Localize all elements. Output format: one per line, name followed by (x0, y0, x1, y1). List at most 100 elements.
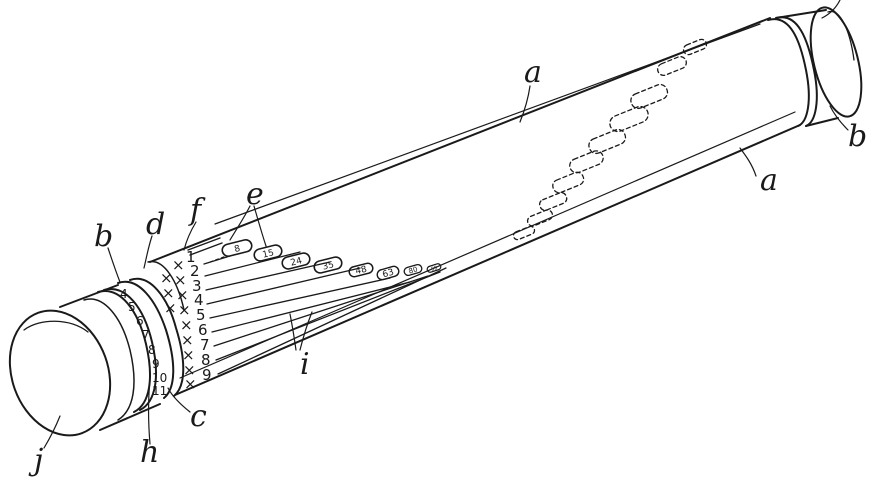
hidden-capsule (682, 38, 708, 56)
label-d: d (146, 207, 165, 242)
label-h: h (140, 435, 159, 470)
capsule-number: 8 (233, 244, 241, 255)
leader-d (143, 235, 153, 269)
right-end-cap (767, 6, 863, 127)
tube-highlight-line (214, 23, 761, 225)
label-b-right: b (848, 119, 867, 154)
leader-a-top (519, 85, 531, 123)
ring-outer-edge (117, 280, 175, 399)
capsule-24: 24 (281, 252, 311, 270)
x-mark: × (174, 271, 187, 289)
ring-rim (147, 260, 185, 311)
leader-j (43, 415, 61, 449)
x-mark: × (176, 286, 189, 304)
hidden-capsule (657, 55, 687, 77)
body-number: 7 (200, 336, 210, 354)
hidden-capsules (512, 38, 708, 241)
rotating-ring: 4 5 6 7 8 9 10 11 (117, 260, 185, 399)
body-number: 2 (190, 262, 200, 280)
ring-number: 4 (120, 287, 128, 301)
leader-e-1 (229, 205, 251, 241)
capsule-number: 63 (381, 268, 395, 281)
slot-lines (203, 251, 447, 375)
right-cap-bottom (805, 117, 839, 127)
label-j: j (28, 443, 43, 478)
reference-labels: a a b b d f e c h j i (28, 55, 867, 478)
body-number: 1 (186, 248, 196, 266)
label-i: i (300, 347, 310, 382)
left-cap-bottom (99, 403, 161, 431)
leader-e-2 (253, 205, 267, 247)
ring-number: 10 (152, 371, 167, 385)
capsule-number: 35 (322, 260, 336, 272)
leader-i-2 (299, 311, 313, 351)
left-cap-band-1 (97, 290, 151, 413)
capsule-80: 80 (403, 263, 423, 277)
leader-b-left (107, 247, 121, 283)
capsule-number: 48 (354, 265, 368, 278)
hidden-capsule (630, 83, 669, 110)
label-b-left: b (94, 219, 113, 254)
body-number: 4 (194, 291, 204, 309)
label-a-side: a (760, 163, 778, 198)
ring-inner-edge (129, 277, 185, 397)
right-cap-top (775, 9, 827, 19)
right-cap-end (809, 6, 863, 118)
body-number: 6 (198, 321, 208, 339)
hidden-capsule (526, 209, 554, 227)
leader-lines (43, 0, 849, 449)
slot-line (217, 267, 447, 375)
capsule-63: 63 (376, 265, 400, 281)
ring-number: 8 (148, 343, 156, 357)
hidden-capsule (588, 128, 627, 155)
x-mark: × (172, 256, 185, 274)
top-slot (189, 242, 223, 256)
visible-capsules: 8 15 24 35 48 63 80 99 (187, 237, 442, 281)
hidden-capsule (539, 191, 568, 211)
leader-f (183, 221, 197, 251)
ring-number: 6 (136, 314, 144, 328)
slot-line (204, 251, 301, 277)
x-mark: × (181, 331, 194, 349)
label-a-top: a (524, 55, 542, 90)
top-slot (187, 237, 221, 251)
left-cap-shade (23, 320, 89, 333)
slot-line (203, 255, 231, 265)
slot-line (205, 261, 331, 291)
capsule-8: 8 (221, 239, 253, 257)
ring-number: 7 (142, 328, 150, 342)
slot-line (211, 281, 411, 333)
right-band-inner (775, 16, 818, 127)
ring-number: 11 (152, 384, 167, 398)
capsule-35: 35 (313, 256, 343, 274)
leader-a-side (739, 147, 757, 177)
capsule-number: 80 (408, 265, 419, 275)
label-f: f (188, 193, 206, 228)
capsule-15: 15 (253, 244, 283, 262)
tube-bottom-outline (174, 124, 801, 396)
x-mark: × (182, 346, 195, 364)
left-cap-end (8, 309, 112, 437)
leader-c (167, 387, 191, 413)
left-cap-band-2 (103, 288, 157, 411)
leader-b-right (829, 105, 849, 131)
slot-line (215, 271, 441, 361)
body-number: 9 (202, 366, 212, 384)
x-mark: × (184, 375, 197, 393)
right-band-outline (767, 18, 810, 127)
body-number: 8 (201, 351, 211, 369)
capsule-number: 15 (262, 248, 276, 260)
hidden-capsule (609, 105, 649, 133)
x-mark: × (183, 361, 196, 379)
leader-h (147, 379, 151, 445)
leader-i-1 (289, 313, 297, 351)
left-end-cap (8, 284, 161, 437)
slot-dash (209, 255, 227, 263)
hidden-capsule (512, 225, 536, 241)
x-mark: × (162, 284, 175, 302)
slot-line (206, 267, 361, 305)
label-c: c (190, 399, 207, 434)
hidden-capsule (569, 150, 604, 174)
